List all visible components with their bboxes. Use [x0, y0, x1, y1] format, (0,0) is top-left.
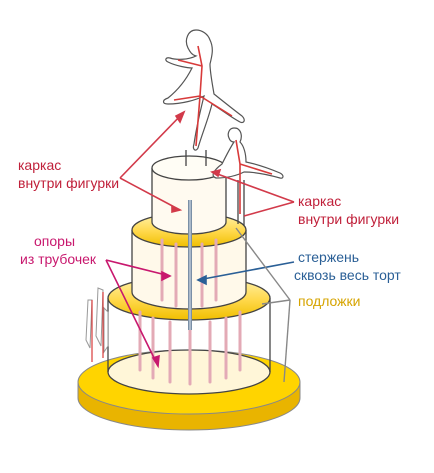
small-ballerina-figure: [212, 127, 284, 226]
big-ballerina-figure: [162, 29, 245, 166]
big-figure-frame: [173, 45, 233, 147]
rod-label-line2: сквозь весь торт: [294, 267, 401, 283]
small-figure-frame: [235, 139, 273, 214]
frame-right-label-line2: внутри фигурки: [298, 211, 399, 227]
frame-left-label-line2: внутри фигурки: [18, 175, 119, 191]
frame-right-label-line1: каркас: [298, 193, 341, 209]
boards-label: подложки: [298, 293, 361, 309]
supports-label-line2: из трубочек: [20, 251, 97, 267]
frame-right-pointers: [210, 168, 295, 217]
frame-left-label-line1: каркас: [18, 157, 61, 173]
boards-pointers: [235, 227, 291, 383]
supports-pointers: [105, 259, 172, 369]
middle-tier-supports: [160, 238, 218, 308]
bottom-tier-supports: [138, 310, 242, 386]
rod-pointer: [196, 261, 295, 286]
supports-label-line1: опоры: [34, 233, 75, 249]
small-dancers-figure: [85, 287, 109, 362]
frame-left-pointers: [119, 110, 186, 214]
rod-label-line1: стержень: [298, 249, 359, 265]
